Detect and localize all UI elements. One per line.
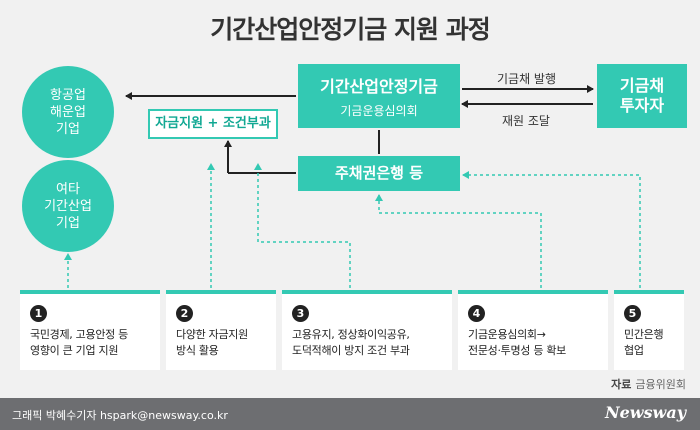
card-2: 2 다양한 자금지원 방식 활용: [166, 290, 276, 370]
flow-label-raise: 재원 조달: [502, 114, 550, 128]
card-text: 민간은행 협업: [624, 328, 664, 357]
card-5: 5 민간은행 협업: [614, 290, 684, 370]
footer-bar: 그래픽 박혜수기자 hspark@newsway.co.kr Newsway: [0, 398, 700, 430]
company-other-industries: 여타 기간산업 기업: [22, 160, 114, 252]
card-number: 4: [468, 305, 485, 322]
card-3: 3 고용유지, 정상화이익공유, 도덕적해이 방지 조건 부과: [282, 290, 452, 370]
card-text: 기금운용심의회→ 전문성·투명성 등 확보: [468, 328, 566, 357]
fund-subtitle: 기금운용심의회: [340, 104, 418, 118]
fund-box: 기간산업안정기금 기금운용심의회: [298, 64, 460, 128]
investor-box: 기금채 투자자: [597, 64, 687, 128]
card-4: 4 기금운용심의회→ 전문성·투명성 등 확보: [458, 290, 608, 370]
support-box: 자금지원 + 조건부과: [148, 109, 278, 139]
brand-logo: Newsway: [604, 403, 686, 422]
dash-card3: [254, 163, 351, 288]
graphic-credit: 그래픽 박혜수기자 hspark@newsway.co.kr: [12, 409, 228, 422]
flow-label-issue: 기금채 발행: [497, 72, 557, 86]
fund-title: 기간산업안정기금: [320, 77, 438, 96]
card-number: 3: [292, 305, 309, 322]
source-value: 금융위원회: [635, 378, 686, 391]
dash-card4: [375, 194, 542, 288]
diagram-title: 기간산업안정기금 지원 과정: [210, 15, 490, 44]
card-number: 1: [30, 305, 47, 322]
card-number: 5: [624, 305, 641, 322]
dash-card5: [462, 171, 641, 288]
bank-box: 주채권은행 등: [298, 156, 460, 191]
card-number: 2: [176, 305, 193, 322]
card-text: 국민경제, 고용안정 등 영향이 큰 기업 지원: [30, 328, 128, 357]
source-label: 자료: [611, 378, 632, 391]
company-aviation-shipping: 항공업 해운업 기업: [22, 66, 114, 158]
card-1: 1 국민경제, 고용안정 등 영향이 큰 기업 지원: [20, 290, 160, 370]
card-text: 고용유지, 정상화이익공유, 도덕적해이 방지 조건 부과: [292, 328, 410, 357]
card-text: 다양한 자금지원 방식 활용: [176, 328, 248, 357]
